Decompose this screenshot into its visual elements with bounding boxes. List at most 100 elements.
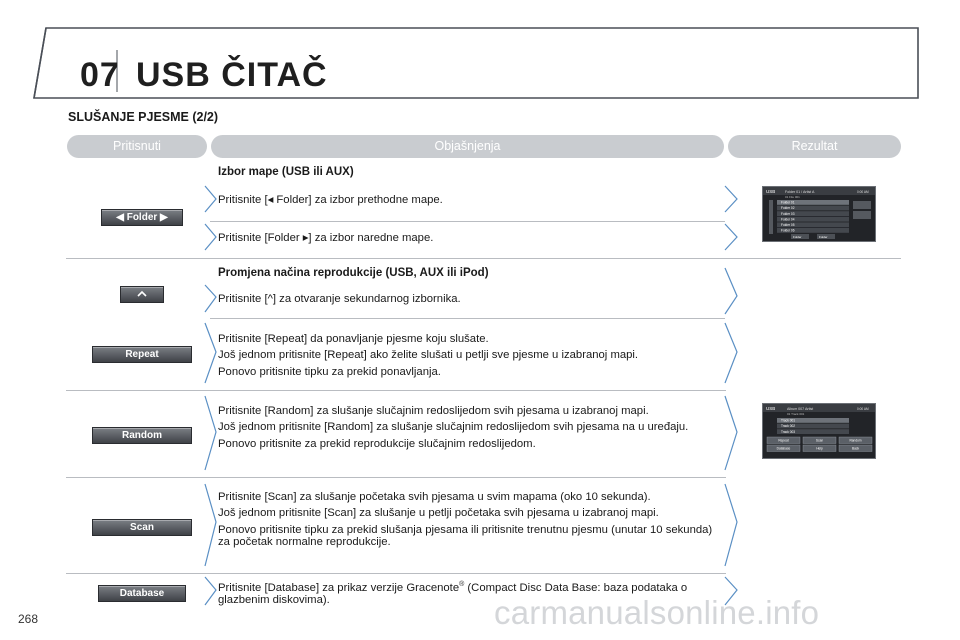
- chevron-right-icon: [724, 483, 738, 567]
- svg-text:Random: Random: [849, 439, 861, 443]
- scan-description: Pritisnite [Scan] za slušanje početaka s…: [218, 491, 716, 553]
- folder-next-text: Pritisnite [Folder ▸] za izbor naredne m…: [218, 232, 434, 244]
- svg-text:Back: Back: [852, 447, 859, 451]
- watermark: carmanualsonline.info: [494, 594, 820, 631]
- svg-text:Track 003: Track 003: [781, 430, 795, 434]
- chevron-up-icon: [137, 289, 147, 300]
- screen1-list-item: Folder 03: [777, 211, 849, 216]
- random-description: Pritisnite [Random] za slušanje slučajni…: [218, 405, 716, 454]
- folder-prev-text: Pritisnite [◂ Folder] za izbor prethodne…: [218, 194, 443, 206]
- svg-text:Folder 04: Folder 04: [781, 217, 795, 221]
- screen2-list-item: Track 002: [777, 423, 849, 429]
- chevron-right-icon: [204, 185, 217, 213]
- column-header-explanation: Objašnjenja: [211, 135, 724, 158]
- screen1-nav-next: Folder: [819, 235, 828, 239]
- registered-mark: ®: [459, 581, 465, 588]
- screen2-title: Album 007 Artist: [787, 407, 813, 411]
- page-number: 268: [18, 612, 39, 626]
- screen2-menu-button: Random: [838, 436, 873, 444]
- screen2-list-item: Track 001: [777, 418, 849, 423]
- page-subtitle: SLUŠANJE PJESME (2/2): [68, 110, 219, 124]
- chevron-right-icon: [724, 267, 738, 315]
- screen1-nav-prev: Folder: [793, 235, 802, 239]
- database-button[interactable]: Database: [98, 585, 186, 602]
- random-button[interactable]: Random: [92, 427, 192, 444]
- section-heading-mode: Promjena načina reprodukcije (USB, AUX i…: [218, 267, 489, 279]
- chapter-title: USB ČITAČ: [136, 56, 328, 94]
- chevron-right-icon: [204, 223, 217, 251]
- chevron-right-icon: [724, 223, 738, 251]
- scan-button[interactable]: Scan: [92, 519, 192, 536]
- screen2-menu-button: Repeat: [766, 436, 801, 444]
- chevron-right-icon: [204, 483, 217, 567]
- screen2-menu-button: Help: [802, 444, 837, 452]
- repeat-description: Pritisnite [Repeat] da ponavljanje pjesm…: [218, 333, 716, 382]
- chevron-right-icon: [724, 185, 738, 213]
- screen2-clock: 0:00 AM: [857, 407, 869, 411]
- screen2-menu-button: Database: [766, 444, 801, 452]
- svg-text:Folder 03: Folder 03: [781, 212, 795, 216]
- svg-text:Folder 05: Folder 05: [781, 223, 795, 227]
- screen1-title: Folder 01 / Artist A: [785, 190, 815, 194]
- chevron-right-icon: [724, 395, 738, 471]
- scan-line: Ponovo pritisnite tipku za prekid slušan…: [218, 523, 713, 549]
- random-line: Pritisnite [Random] za slušanje slučajni…: [218, 405, 649, 417]
- svg-text:Folder 01: Folder 01: [781, 201, 795, 205]
- svg-text:Scan: Scan: [816, 439, 823, 443]
- chevron-right-icon: [724, 322, 738, 384]
- database-text-before: Pritisnite [Database] za prikaz verzije …: [218, 581, 460, 594]
- left-triangle-icon: ◀: [116, 212, 127, 223]
- screen1-list-item: Folder 05: [777, 222, 849, 228]
- scan-line: Još jednom pritisnite [Scan] za slušanje…: [218, 507, 659, 520]
- divider: [66, 573, 726, 574]
- database-text-after: (Compact Disc Data Base: baza podataka o…: [218, 581, 688, 607]
- random-line: Ponovo pritisnite za prekid reprodukcije…: [218, 437, 536, 450]
- repeat-button[interactable]: Repeat: [92, 346, 192, 363]
- menu-up-button[interactable]: [120, 286, 164, 303]
- divider: [66, 477, 726, 478]
- screen2-menu-button: Scan: [802, 436, 837, 444]
- chapter-header-frame: [33, 27, 919, 99]
- screen2-source: USB: [766, 406, 775, 411]
- column-header-press: Pritisnuti: [67, 135, 207, 158]
- folder-screen-graphic: USB Folder 01 / Artist A 0:00 AM 01 File…: [763, 187, 875, 239]
- chevron-right-icon: [204, 322, 217, 384]
- repeat-line: Pritisnite [Repeat] da ponavljanje pjesm…: [218, 333, 489, 345]
- column-header-result: Rezultat: [728, 135, 901, 158]
- svg-text:Help: Help: [816, 447, 823, 451]
- section-heading-folder: Izbor mape (USB ili AUX): [218, 166, 354, 178]
- repeat-line: Ponovo pritisnite tipku za prekid ponavl…: [218, 365, 441, 378]
- random-line: Još jednom pritisnite [Random] za slušan…: [218, 421, 689, 434]
- screen2-list-item: Track 003: [777, 429, 849, 434]
- right-triangle-icon: ▶: [157, 212, 168, 223]
- screen1-list-item: Folder 04: [777, 216, 849, 222]
- chevron-right-icon: [204, 284, 217, 313]
- screen1-source: USB: [766, 189, 775, 194]
- folder-button-label: Folder: [126, 212, 158, 223]
- svg-text:Folder 06: Folder 06: [781, 229, 795, 233]
- chapter-number: 07: [80, 56, 120, 94]
- svg-text:Folder 02: Folder 02: [781, 206, 795, 210]
- divider: [210, 318, 725, 319]
- svg-text:Database: Database: [777, 447, 791, 451]
- menu-screen-graphic: USB Album 007 Artist 0:00 AM 01 Track 00…: [763, 404, 875, 452]
- svg-text:Track 002: Track 002: [781, 424, 795, 428]
- repeat-line: Još jednom pritisnite [Repeat] ako želit…: [218, 349, 639, 362]
- divider: [66, 390, 726, 391]
- chevron-right-icon: [204, 395, 217, 471]
- screen2-menu-button: Back: [838, 444, 873, 452]
- screen1-list-item: Folder 01: [777, 200, 849, 205]
- divider: [210, 221, 725, 222]
- folder-button[interactable]: ◀ Folder ▶: [101, 209, 183, 226]
- result-screenshot-folder: USB Folder 01 / Artist A 0:00 AM 01 File…: [762, 186, 876, 242]
- screen1-subtitle: 01 File 001: [785, 195, 800, 199]
- scan-line: Pritisnite [Scan] za slušanje početaka s…: [218, 491, 651, 503]
- chevron-right-icon: [204, 576, 217, 606]
- screen2-subtitle: 01 Track 001: [787, 412, 805, 416]
- screen1-list-item: Folder 02: [777, 205, 849, 211]
- section-divider: [66, 258, 901, 259]
- svg-text:Track 001: Track 001: [781, 419, 795, 423]
- result-screenshot-menu: USB Album 007 Artist 0:00 AM 01 Track 00…: [762, 403, 876, 459]
- svg-text:Repeat: Repeat: [778, 439, 788, 443]
- screen1-list-item: Folder 06: [777, 228, 849, 233]
